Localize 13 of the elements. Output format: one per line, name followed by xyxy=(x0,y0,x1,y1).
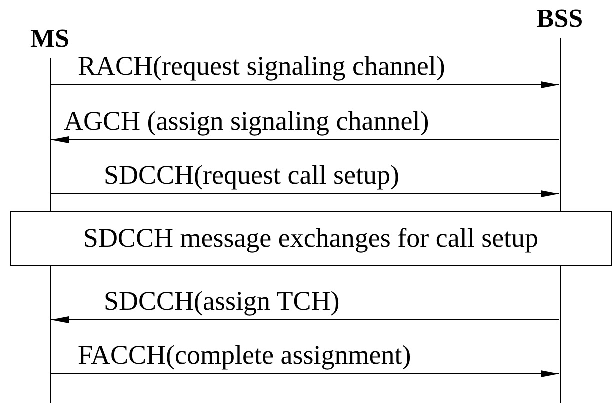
edge-label: AGCH (assign signaling channel) xyxy=(64,106,430,136)
process-band: SDCCH message exchanges for call setup xyxy=(10,211,612,266)
message-arrow xyxy=(50,136,560,144)
edge-label: SDCCH(assign TCH) xyxy=(104,286,340,316)
participant-label: BSS xyxy=(536,6,584,32)
edge-label: SDCCH(request call setup) xyxy=(104,160,400,190)
message-arrow xyxy=(50,370,560,378)
edge-label: FACCH(complete assignment) xyxy=(78,340,412,370)
participant-label: MS xyxy=(30,26,70,52)
message-arrow xyxy=(50,82,560,88)
edge-label: RACH(request signaling channel) xyxy=(78,51,446,81)
message-arrow xyxy=(50,190,560,198)
message-arrow xyxy=(50,316,560,324)
